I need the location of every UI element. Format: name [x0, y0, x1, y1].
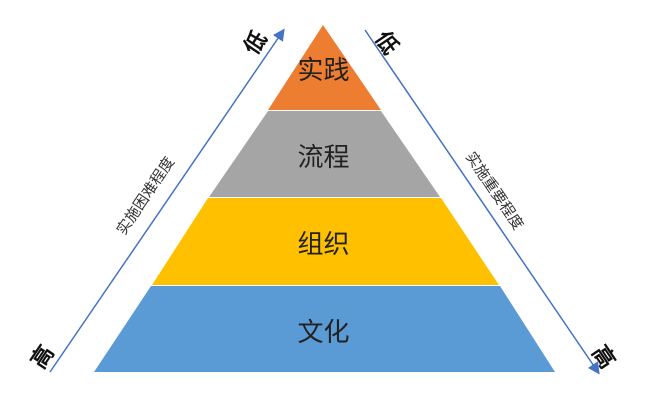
importance-arrow — [364, 29, 600, 375]
level-process — [209, 111, 440, 197]
level-organization — [152, 198, 499, 285]
level-label-culture: 文化 — [297, 318, 350, 348]
difficulty-arrow — [49, 28, 285, 373]
level-label-practice: 实践 — [297, 56, 350, 86]
level-culture — [94, 286, 555, 372]
level-practice — [268, 25, 381, 110]
level-label-process: 流程 — [297, 143, 350, 173]
level-label-organization: 组织 — [297, 230, 350, 260]
